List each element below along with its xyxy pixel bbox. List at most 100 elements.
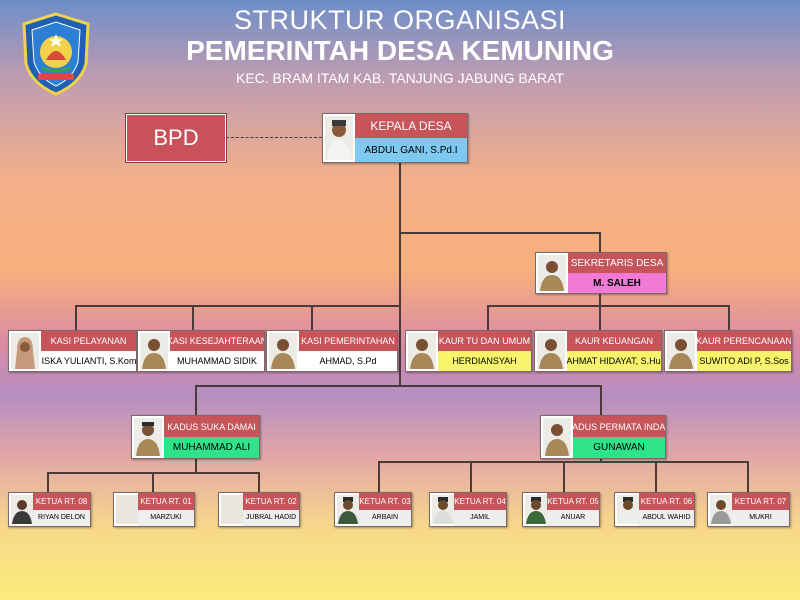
kaur-bus-line (487, 305, 729, 307)
kaur-role: KAUR PERENCANAAN (697, 331, 791, 351)
bpd-dashed-connector (226, 137, 322, 138)
kasi-role: KASI PEMERINTAHAN (299, 331, 397, 351)
person-photo-icon (337, 495, 359, 524)
kadus-role: KADUS SUKA DAMAI (164, 416, 259, 437)
kaur-name: SUWITO ADI P, S.Sos (697, 351, 791, 371)
sekretaris-drop-line (599, 232, 601, 254)
ketua-rt-role: KETUA RT. 03 (359, 493, 411, 510)
title-line2: PEMERINTAH DESA KEMUNING (186, 35, 614, 66)
kepala-desa-role: KEPALA DESA (355, 114, 467, 138)
title-block: STRUKTUR ORGANISASI PEMERINTAH DESA KEMU… (100, 4, 700, 90)
kadus1-trunk-line (195, 457, 197, 473)
kasi-drop-2 (192, 305, 194, 331)
ketua-rt-name: RIYAN DELON (33, 509, 90, 526)
sekretaris-branch-line (399, 232, 600, 234)
kepala-desa-name: ABDUL GANI, S.Pd.I (355, 138, 467, 162)
kaur-drop-2 (599, 305, 601, 331)
ketua-rt-01-card: KETUA RT. 01 MARZUKI (113, 492, 195, 527)
kasi-kesejahteraan-card: KASI KESEJAHTERAAN MUHAMMAD SIDIK (137, 330, 265, 372)
kasi-name: AHMAD, S.Pd (319, 356, 377, 366)
person-photo-icon (11, 495, 33, 524)
person-photo-icon (432, 495, 454, 524)
ketua-rt-name: JUBRAL HADID (243, 509, 299, 526)
person-photo-icon (408, 333, 436, 369)
kaur-trunk-line (599, 292, 601, 306)
person-photo-icon (325, 116, 353, 160)
kadus-drop-2 (600, 385, 602, 415)
person-photo-icon (537, 333, 565, 369)
rt-drop-06 (655, 461, 657, 492)
kaur-drop-1 (487, 305, 489, 331)
kasi-drop-3 (311, 305, 313, 331)
ketua-rt-name: MUKRI (732, 509, 789, 526)
ketua-rt-role: KETUA RT. 06 (639, 493, 694, 510)
person-photo-icon (617, 495, 639, 524)
sekretaris-desa-role: SEKRETARIS DESA (568, 253, 666, 273)
ketua-rt-role: KETUA RT. 08 (33, 493, 90, 510)
kasi-pelayanan-card: KASI PELAYANAN SISKA YULIANTI, S.Kom.I (8, 330, 137, 372)
sekretaris-desa-name: M. SALEH (568, 273, 666, 293)
ketua-rt-04-card: KETUA RT. 04 JAMIL (429, 492, 507, 527)
kadus-name: GUNAWAN (573, 437, 665, 458)
kasi-pemerintahan-card: KASI PEMERINTAHAN AHMAD, S.Pd (266, 330, 398, 372)
kadus2-trunk-line (600, 457, 602, 462)
bpd-label: BPD (153, 125, 199, 150)
rt-drop-05 (563, 461, 565, 492)
rt-drop-03 (378, 461, 380, 492)
rt-drop-02 (258, 472, 260, 492)
ketua-rt-role: KETUA RT. 05 (547, 493, 599, 510)
ketua-rt-role: KETUA RT. 02 (243, 493, 299, 510)
kasi-name: SISKA YULIANTI, S.Kom.I (41, 356, 136, 366)
ketua-rt-name: ANUAR (547, 509, 599, 526)
kaur-role: KAUR KEUANGAN (567, 331, 661, 351)
kepala-desa-card: KEPALA DESA ABDUL GANI, S.Pd.I (322, 113, 468, 163)
rt-drop-04 (470, 461, 472, 492)
ketua-rt-name: ARBAIN (359, 509, 411, 526)
kadus-role: KADUS PERMATA INDAH (573, 416, 665, 437)
kadus-permata-indah-card: KADUS PERMATA INDAH GUNAWAN (540, 415, 666, 459)
kasi-drop-1 (75, 305, 77, 331)
person-photo-icon (269, 333, 297, 369)
ketua-rt-role: KETUA RT. 01 (138, 493, 194, 510)
kaur-name: RAHMAT HIDAYAT, S.Hum (567, 351, 661, 371)
kaur-role: KAUR TU DAN UMUM (438, 331, 531, 351)
ketua-rt-02-card: KETUA RT. 02 JUBRAL HADID (218, 492, 300, 527)
kasi-role: KASI PELAYANAN (41, 331, 136, 351)
ketua-rt-name: JAMIL (454, 509, 506, 526)
person-photo-icon (525, 495, 547, 524)
person-photo-icon (538, 255, 566, 291)
person-photo-icon (11, 333, 39, 369)
ketua-rt-role: KETUA RT. 04 (454, 493, 506, 510)
person-photo-icon (667, 333, 695, 369)
rt-drop-01 (152, 472, 154, 492)
kasi-role: KASI KESEJAHTERAAN (170, 331, 264, 351)
ketua-rt-05-card: KETUA RT. 05 ANUAR (522, 492, 600, 527)
kaur-name: HERDIANSYAH (438, 351, 531, 371)
person-photo-icon (543, 418, 571, 456)
rt-drop-08 (47, 472, 49, 492)
kaur-drop-3 (728, 305, 730, 331)
kaur-perencanaan-card: KAUR PERENCANAAN SUWITO ADI P, S.Sos (664, 330, 792, 372)
person-photo-icon (134, 418, 162, 456)
kasi-name: MUHAMMAD SIDIK (176, 356, 257, 366)
rt-drop-07 (747, 461, 749, 492)
person-photo-icon (710, 495, 732, 524)
kadus-name: MUHAMMAD ALI (164, 437, 259, 458)
kadus-bus-line (195, 385, 602, 387)
person-photo-icon (140, 333, 168, 369)
kadus-suka-damai-card: KADUS SUKA DAMAI MUHAMMAD ALI (131, 415, 260, 459)
title-line3: KEC. BRAM ITAM KAB. TANJUNG JABUNG BARAT (235, 70, 564, 86)
person-photo-icon (116, 495, 138, 524)
regency-emblem-icon (20, 12, 92, 96)
title-line1: STRUKTUR ORGANISASI (233, 5, 567, 35)
ketua-rt-03-card: KETUA RT. 03 ARBAIN (334, 492, 412, 527)
sekretaris-desa-card: SEKRETARIS DESA M. SALEH (535, 252, 667, 294)
kaur-keuangan-card: KAUR KEUANGAN RAHMAT HIDAYAT, S.Hum (534, 330, 662, 372)
ketua-rt-06-card: KETUA RT. 06 ABDUL WAHID (614, 492, 695, 527)
ketua-rt-role: KETUA RT. 07 (732, 493, 789, 510)
kaur-tu-umum-card: KAUR TU DAN UMUM HERDIANSYAH (405, 330, 532, 372)
ketua-rt-name: MARZUKI (138, 509, 194, 526)
person-photo-icon (221, 495, 243, 524)
kasi-bus-line (75, 305, 400, 307)
main-trunk-line (399, 160, 401, 386)
